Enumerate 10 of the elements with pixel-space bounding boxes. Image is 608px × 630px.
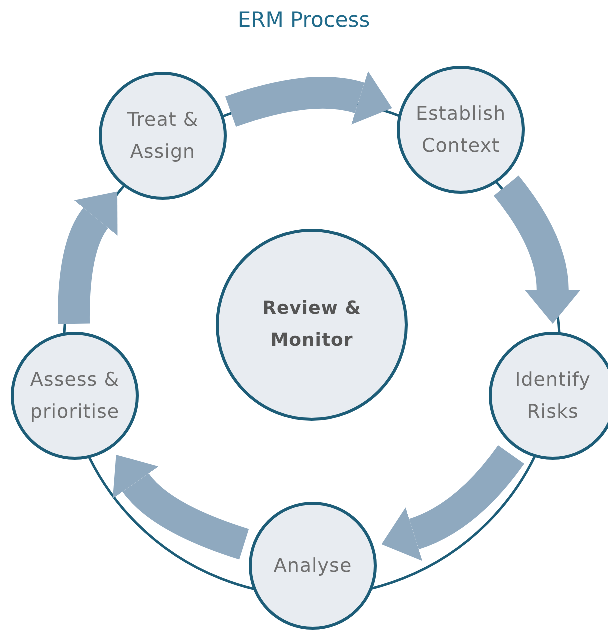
- node-label: Establish Context: [414, 102, 508, 159]
- diagram-title: ERM Process: [238, 8, 370, 32]
- block-arrow: [114, 456, 250, 560]
- node-label: Analyse: [274, 554, 352, 579]
- node-label: Treat & Assign: [126, 108, 200, 165]
- node-label: Assess & prioritise: [29, 368, 121, 425]
- node-label: Review & Monitor: [262, 297, 362, 353]
- node-label: Identify Risks: [514, 368, 592, 425]
- block-arrow: [226, 71, 393, 128]
- block-arrow: [382, 445, 524, 561]
